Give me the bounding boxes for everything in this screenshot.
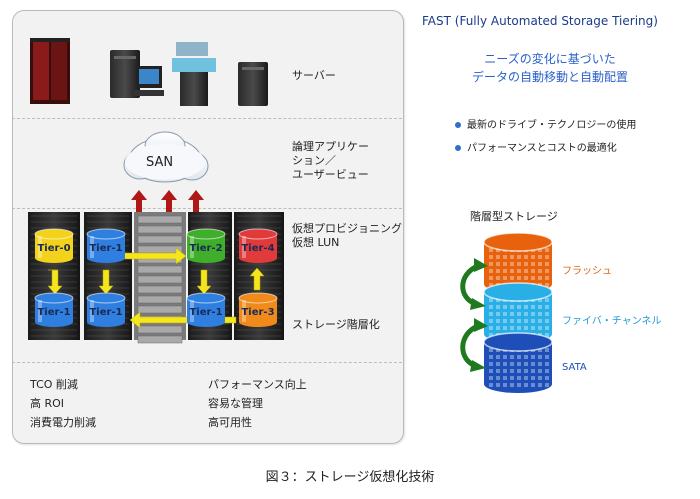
tower-server-icon <box>110 50 140 98</box>
tier-label: Tier-1 <box>189 307 222 318</box>
tier-label: Tier-4 <box>241 243 274 254</box>
tier-label-flash: フラッシュ <box>562 266 612 277</box>
stack-title: 階層型ストレージ <box>470 210 558 223</box>
green-arrow-icon <box>470 360 486 372</box>
green-arrow-icon <box>470 298 486 310</box>
up-arrow-icon <box>131 190 204 212</box>
workstation-icon <box>134 66 164 96</box>
servers-label: サーバー <box>292 69 336 82</box>
tier-cylinder: Tier-3 <box>238 292 278 327</box>
logical-view-label: 論理アプリケー ション／ ユーザービュー <box>292 140 369 181</box>
divider <box>12 118 402 119</box>
tower-server-icon <box>238 62 268 106</box>
green-arrow-icon <box>474 318 488 332</box>
benefit-item: 高 ROI <box>30 397 65 410</box>
blade-server-icon <box>172 42 216 106</box>
fast-subtitle: ニーズの変化に基づいた データの自動移動と自動配置 <box>471 52 628 84</box>
tier-cylinders-bottom: Tier-1 Tier-1 Tier-1 Tier-3 <box>34 292 278 327</box>
tier-label: Tier-1 <box>89 307 122 318</box>
san-label: SAN <box>146 155 174 170</box>
tier-label: Tier-1 <box>37 307 70 318</box>
tier-label: Tier-0 <box>37 243 70 254</box>
benefit-item: パフォーマンス向上 <box>208 378 307 391</box>
benefit-item: 高可用性 <box>208 416 252 429</box>
server-rack-icon <box>30 38 70 104</box>
storage-tiering-label: ストレージ階層化 <box>292 318 380 331</box>
divider <box>12 362 402 363</box>
figure-caption: 図３：ストレージ仮想化技術 <box>265 470 435 485</box>
tier-label: Tier-3 <box>241 307 274 318</box>
tier-cylinders-top: Tier-0 Tier-1 Tier-2 Tier-4 <box>34 228 278 263</box>
tier-cylinder: Tier-1 <box>34 292 74 327</box>
green-arrow-icon <box>474 258 488 272</box>
tier-cylinder: Tier-2 <box>186 228 226 263</box>
benefit-item: 消費電力削減 <box>30 416 96 429</box>
tier-label-fibre: ファイバ・チャンネル <box>562 316 662 327</box>
bullet-item: パフォーマンスとコストの最適化 <box>455 139 617 154</box>
san-cloud <box>123 131 209 183</box>
benefit-item: TCO 削減 <box>30 378 78 391</box>
tier-label: Tier-2 <box>189 243 222 254</box>
divider <box>12 208 402 209</box>
tiered-storage-stack <box>483 232 553 393</box>
virtual-provisioning-label: 仮想プロビジョニング 仮想 LUN <box>292 222 402 249</box>
tier-cylinder: Tier-0 <box>34 228 74 263</box>
fast-title: FAST (Fully Automated Storage Tiering) <box>422 14 658 28</box>
tier-cylinder: Tier-1 <box>86 228 126 263</box>
storage-tier-disk <box>483 332 553 393</box>
bullet-item: 最新のドライブ・テクノロジーの使用 <box>455 116 636 131</box>
green-cycle-arrows <box>460 263 480 369</box>
benefit-item: 容易な管理 <box>208 397 263 410</box>
tier-cylinder: Tier-1 <box>86 292 126 327</box>
tier-label: Tier-1 <box>89 243 122 254</box>
tier-cylinder: Tier-4 <box>238 228 278 263</box>
tier-label-sata: SATA <box>562 362 587 373</box>
migration-arrows <box>47 247 265 329</box>
tier-cylinder: Tier-1 <box>186 292 226 327</box>
